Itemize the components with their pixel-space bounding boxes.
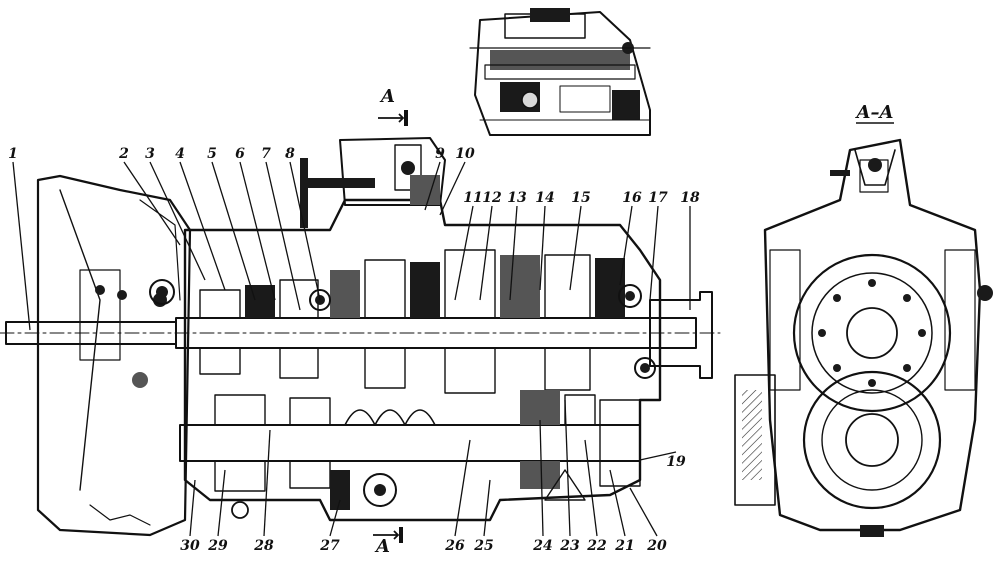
section-cut-arrow xyxy=(378,113,405,123)
callout-leader-line xyxy=(439,161,466,216)
section-cut-arrow xyxy=(373,530,400,540)
callout-number: 17 xyxy=(648,190,668,206)
callout-number: 11 xyxy=(463,190,482,206)
callout-leader-line xyxy=(479,205,493,301)
shift-cover xyxy=(339,137,446,206)
callout-leader-line xyxy=(289,161,321,301)
a-a-countershaft-disc xyxy=(802,370,942,510)
section-cut-bar xyxy=(404,110,408,126)
countershaft-gears xyxy=(214,390,641,492)
callout-number: 26 xyxy=(444,538,465,554)
callout-leader-line xyxy=(639,451,677,461)
callout-number: 21 xyxy=(614,538,634,554)
callout-leader-line xyxy=(189,479,196,537)
callout-leader-line xyxy=(649,205,659,301)
section-cut-label: A xyxy=(374,536,390,557)
callout-leader-line xyxy=(179,161,226,291)
callout-leader-line xyxy=(584,439,598,537)
callout-leader-line xyxy=(483,479,491,537)
callout-number: 30 xyxy=(180,538,200,554)
callout-leader-line xyxy=(564,399,571,537)
callout-number: 22 xyxy=(586,538,607,554)
callout-number: 25 xyxy=(473,538,493,554)
callout-number: 13 xyxy=(507,190,527,206)
callout-leader-line xyxy=(629,487,658,537)
callout-leader-line xyxy=(454,439,471,537)
callout-leader-line xyxy=(424,161,441,211)
callout-leader-line xyxy=(569,205,582,291)
section-cut-marks: AA xyxy=(373,86,408,557)
callout-number: 12 xyxy=(482,190,502,206)
main-shaft-gears xyxy=(199,249,625,394)
callout-number: 24 xyxy=(532,538,552,554)
callout-leader-line xyxy=(329,499,341,537)
section-title-group: A–A xyxy=(855,102,894,124)
section-cut-bar xyxy=(399,527,403,543)
callout-leader-line xyxy=(211,161,256,301)
callout-number: 27 xyxy=(319,538,340,554)
callout-number: 8 xyxy=(285,146,295,162)
callout-leader-line xyxy=(609,469,626,537)
callout-leader-line xyxy=(509,205,518,301)
callout-number: 7 xyxy=(261,146,271,162)
output-flange xyxy=(649,291,713,379)
callout-leader-line xyxy=(619,205,633,286)
callout-leader-line xyxy=(454,205,474,301)
countershaft xyxy=(179,424,641,462)
callout-number: 28 xyxy=(253,538,274,554)
callout-leader-line xyxy=(149,161,206,281)
callout-number: 23 xyxy=(559,538,580,554)
callout-leader-line xyxy=(539,419,544,537)
callout-number: 5 xyxy=(207,146,217,162)
callout-leader-line xyxy=(12,161,31,331)
callout-leader-line xyxy=(265,161,301,311)
callout-number: 9 xyxy=(435,146,445,162)
callout-leader-line xyxy=(123,161,181,246)
section-title: A–A xyxy=(855,102,894,123)
callout-number: 15 xyxy=(571,190,590,206)
callout-number: 29 xyxy=(207,538,228,554)
callout-leader-line xyxy=(539,205,546,291)
callout-number: 4 xyxy=(175,146,185,162)
callout-number: 1 xyxy=(8,146,18,162)
callout-number: 14 xyxy=(535,190,554,206)
callout-number: 3 xyxy=(145,146,155,162)
top-detail-view xyxy=(469,8,651,136)
callout-number: 10 xyxy=(455,146,475,162)
callout-number: 19 xyxy=(666,454,686,470)
clutch-bell-housing xyxy=(36,174,192,537)
callout-leader-line xyxy=(217,469,226,537)
section-cut-label: A xyxy=(379,86,395,107)
callout-number: 2 xyxy=(118,146,129,162)
callout-leader-line xyxy=(239,161,276,301)
callout-leader-line xyxy=(263,429,271,537)
section-a-a-view xyxy=(734,138,993,537)
main-section-view xyxy=(0,137,721,537)
callout-number: 6 xyxy=(235,146,245,162)
callout-number: 18 xyxy=(680,190,700,206)
callout-number: 20 xyxy=(646,538,667,554)
callout-number: 16 xyxy=(622,190,642,206)
a-a-main-shaft-disc xyxy=(792,253,952,413)
